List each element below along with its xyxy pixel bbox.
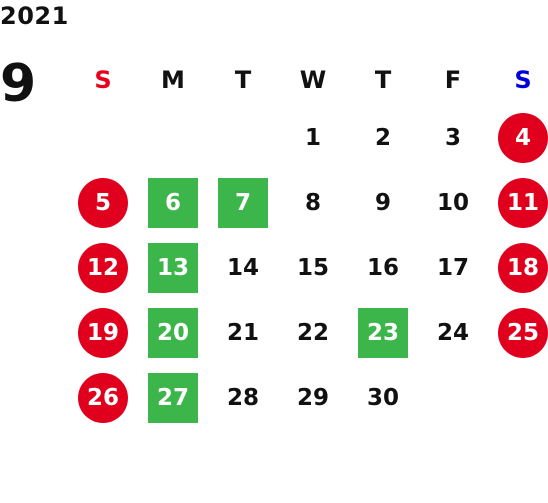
calendar-day-cell[interactable]: 6 (138, 170, 208, 235)
calendar-day-cell[interactable]: 20 (138, 300, 208, 365)
calendar-day-cell[interactable]: 24 (418, 300, 488, 365)
day-number: 16 (366, 254, 399, 281)
day-number: 28 (226, 384, 259, 411)
calendar-day-cell[interactable]: 28 (208, 365, 278, 430)
weekday-header-mon: M (161, 66, 185, 94)
calendar-day-cell[interactable]: 27 (138, 365, 208, 430)
weekend-day-circle: 25 (498, 307, 548, 358)
weekday-header-thu: T (374, 66, 392, 94)
calendar-day-cell[interactable]: 29 (278, 365, 348, 430)
weekday-header-fri: F (444, 66, 462, 94)
weekday-header-tue: T (234, 66, 252, 94)
calendar-day-cell[interactable]: 13 (138, 235, 208, 300)
calendar-day-cell[interactable]: 3 (418, 105, 488, 170)
weekend-day-circle: 11 (498, 177, 548, 228)
calendar-day-cell[interactable]: 22 (278, 300, 348, 365)
calendar-day-cell[interactable]: 4 (488, 105, 548, 170)
day-number: 30 (366, 384, 399, 411)
calendar-day-cell[interactable]: 5 (68, 170, 138, 235)
highlighted-day-box: 6 (148, 177, 198, 228)
calendar-day-cell[interactable]: 18 (488, 235, 548, 300)
calendar-day-cell[interactable]: 16 (348, 235, 418, 300)
calendar-day-cell[interactable]: 2 (348, 105, 418, 170)
day-number: 17 (436, 254, 469, 281)
weekday-header-wed: W (299, 66, 327, 94)
day-number: 10 (436, 189, 469, 216)
calendar-day-cell[interactable]: 7 (208, 170, 278, 235)
calendar-day-cell[interactable]: 26 (68, 365, 138, 430)
day-number: 9 (374, 189, 391, 216)
weekend-day-circle: 18 (498, 242, 548, 293)
calendar-day-cell[interactable]: 21 (208, 300, 278, 365)
calendar-empty-cell (208, 105, 278, 170)
weekday-header-sun: S (94, 66, 112, 94)
calendar-day-cell[interactable]: 12 (68, 235, 138, 300)
day-number: 1 (304, 124, 321, 151)
day-number: 3 (444, 124, 461, 151)
calendar-day-cell[interactable]: 25 (488, 300, 548, 365)
highlighted-day-box: 20 (148, 307, 198, 358)
day-number: 15 (296, 254, 329, 281)
calendar-day-cell[interactable]: 11 (488, 170, 548, 235)
month-number: 9 (0, 54, 37, 114)
calendar-day-cell[interactable]: 14 (208, 235, 278, 300)
calendar-empty-cell (138, 105, 208, 170)
calendar-day-cell[interactable]: 9 (348, 170, 418, 235)
day-number: 14 (226, 254, 259, 281)
highlighted-day-box: 27 (148, 372, 198, 423)
weekend-day-circle: 12 (78, 242, 128, 293)
weekday-header-sat: S (514, 66, 532, 94)
calendar-day-cell[interactable]: 23 (348, 300, 418, 365)
day-number: 29 (296, 384, 329, 411)
calendar-day-cell[interactable]: 15 (278, 235, 348, 300)
calendar-day-cell[interactable]: 10 (418, 170, 488, 235)
calendar-empty-cell (68, 105, 138, 170)
weekend-day-circle: 5 (78, 177, 128, 228)
day-number: 8 (304, 189, 321, 216)
highlighted-day-box: 7 (218, 177, 268, 228)
highlighted-day-box: 13 (148, 242, 198, 293)
day-number: 2 (374, 124, 391, 151)
highlighted-day-box: 23 (358, 307, 408, 358)
calendar-day-cell[interactable]: 1 (278, 105, 348, 170)
calendar-day-cell[interactable]: 17 (418, 235, 488, 300)
day-number: 22 (296, 319, 329, 346)
calendar-day-cell[interactable]: 8 (278, 170, 348, 235)
calendar-day-cell[interactable]: 19 (68, 300, 138, 365)
day-number: 21 (226, 319, 259, 346)
year-label: 2021 (0, 2, 69, 30)
weekend-day-circle: 26 (78, 372, 128, 423)
calendar-day-cell[interactable]: 30 (348, 365, 418, 430)
weekend-day-circle: 4 (498, 112, 548, 163)
day-number: 24 (436, 319, 469, 346)
weekend-day-circle: 19 (78, 307, 128, 358)
